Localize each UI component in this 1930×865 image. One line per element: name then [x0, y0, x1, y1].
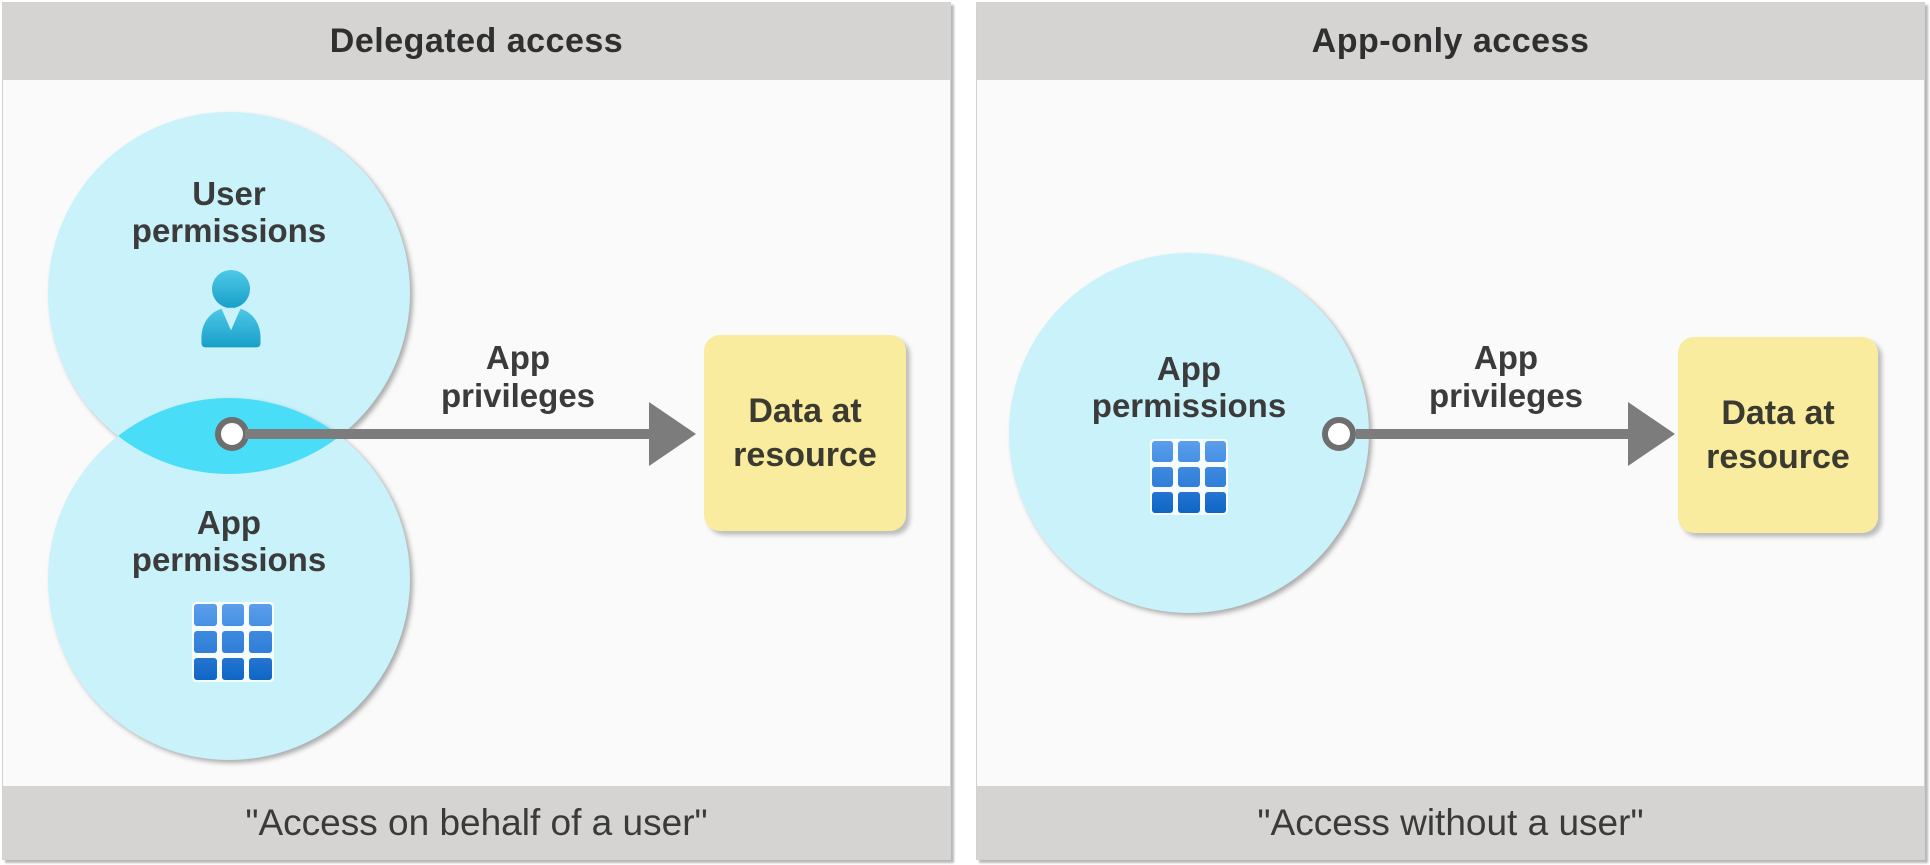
app-privileges-label: App privileges — [1356, 339, 1656, 415]
grid-cell — [194, 658, 217, 680]
arrow-shaft — [245, 429, 649, 439]
grid-cell — [1152, 466, 1174, 488]
panel-footer-app-only: "Access without a user" — [977, 786, 1924, 859]
connector-dot — [215, 417, 249, 451]
label-line: App — [1473, 339, 1539, 376]
panel-app-only-access: App-only access App permissions App priv… — [976, 2, 1925, 860]
user-permissions-label: User permissions — [48, 175, 410, 249]
grid-cell — [1152, 492, 1174, 513]
label-line: permissions — [131, 541, 327, 578]
caption-text: "Access without a user" — [1257, 801, 1644, 843]
page-title: App-only access — [1311, 22, 1590, 60]
app-permissions-circle — [1009, 253, 1369, 613]
label-line: permissions — [131, 212, 327, 249]
grid-cell — [249, 604, 272, 626]
panel-header-delegated: Delegated access — [3, 3, 950, 80]
label-line: User — [192, 175, 266, 212]
grid-cell — [194, 604, 217, 626]
grid-cell — [194, 631, 217, 653]
grid-cell — [221, 658, 245, 680]
grid-cell — [221, 604, 245, 626]
label-line: resource — [1706, 438, 1850, 476]
app-privileges-label: App privileges — [368, 339, 668, 415]
panel-footer-delegated: "Access on behalf of a user" — [3, 786, 950, 859]
label-line: Data at — [1721, 394, 1835, 432]
app-permissions-label: App permissions — [1009, 350, 1369, 424]
panel-header-app-only: App-only access — [977, 3, 1924, 80]
arrow-shaft — [1356, 429, 1628, 439]
grid-cell — [221, 631, 245, 653]
grid-cell — [1178, 441, 1200, 462]
app-grid-icon — [1150, 439, 1228, 515]
data-at-resource-box: Data at resource — [1678, 337, 1878, 533]
arrow-right-icon — [649, 402, 696, 466]
grid-cell — [1204, 441, 1226, 462]
grid-cell — [249, 658, 272, 680]
label-line: resource — [733, 436, 877, 474]
arrow-right-icon — [1628, 402, 1675, 466]
connector-dot — [1322, 417, 1356, 451]
label-line: App — [196, 504, 262, 541]
grid-cell — [249, 631, 272, 653]
app-permissions-label: App permissions — [48, 504, 410, 578]
grid-cell — [1178, 492, 1200, 513]
app-grid-icon — [192, 602, 274, 682]
label-line: App — [1156, 350, 1222, 387]
data-at-resource-box: Data at resource — [704, 335, 906, 531]
caption-text: "Access on behalf of a user" — [245, 801, 708, 843]
label-line: privileges — [440, 377, 596, 414]
grid-cell — [1152, 441, 1174, 462]
grid-cell — [1204, 466, 1226, 488]
person-icon — [201, 269, 261, 348]
panel-delegated-access: Delegated access User permissions App pe… — [2, 2, 951, 860]
label-line: privileges — [1428, 377, 1584, 414]
grid-cell — [1178, 466, 1200, 488]
page-title: Delegated access — [329, 22, 624, 60]
grid-cell — [1204, 492, 1226, 513]
label-line: Data at — [748, 392, 862, 430]
label-line: App — [485, 339, 551, 376]
label-line: permissions — [1091, 387, 1287, 424]
